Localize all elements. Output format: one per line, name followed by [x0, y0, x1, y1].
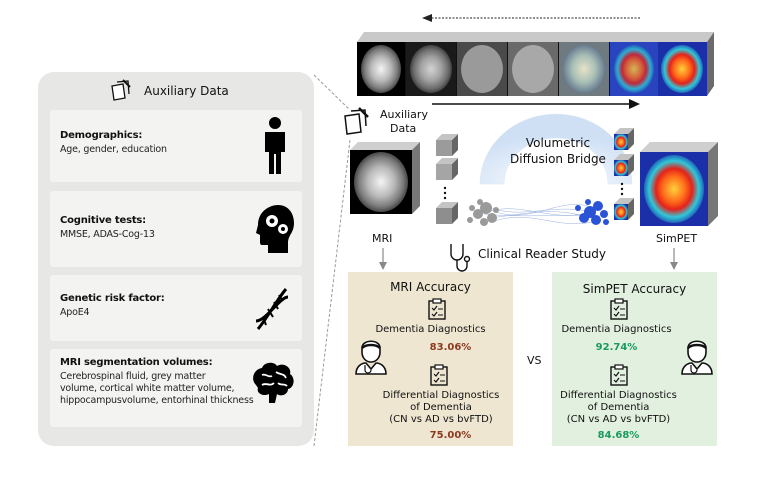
- clinical-reader-study-label: Clinical Reader Study: [478, 247, 607, 261]
- checklist-icon: [610, 298, 628, 320]
- simpet-down-arrow: [670, 248, 678, 270]
- simpet-diff-line2: of Dementia: [587, 402, 650, 413]
- doctor-icon: [681, 340, 713, 375]
- brain-icon: [253, 362, 294, 403]
- card-body: Age, gender, education: [60, 144, 167, 155]
- vs-label: VS: [527, 354, 542, 367]
- connector-line-bottom: [313, 139, 351, 447]
- noise-cloud: [467, 199, 499, 226]
- pipeline-aux-label-line2: Data: [390, 122, 417, 135]
- card-body-line-3: hippocampusvolume, entorhinal thickness: [60, 395, 254, 406]
- mri-down-arrow: [379, 248, 387, 270]
- simpet-diff-line3: (CN vs AD vs bvFTD): [566, 414, 671, 425]
- simpet-diff-line1: Differential Diagnostics: [560, 390, 677, 401]
- mri-volume: [350, 142, 420, 214]
- card-title: MRI segmentation volumes:: [60, 357, 213, 368]
- person-icon: [265, 117, 285, 174]
- mri-label: MRI: [372, 232, 393, 245]
- mri-diff-value: 75.00%: [429, 430, 472, 441]
- card-body-line-2: volume, cortical white matter volume,: [60, 383, 235, 394]
- card-title: Demographics:: [60, 130, 143, 141]
- mri-diff-line2: of Dementia: [410, 402, 472, 413]
- pet-patches: [614, 128, 634, 220]
- card-demographics: Demographics: Age, gender, education: [50, 110, 302, 182]
- pipeline-aux-label-line1: Auxiliary: [380, 108, 428, 121]
- mri-accuracy-title: MRI Accuracy: [390, 280, 471, 294]
- connector-line-top: [313, 74, 351, 111]
- clipboard-pen-icon: [344, 107, 369, 135]
- simpet-accuracy-title: SimPET Accuracy: [582, 282, 687, 296]
- checklist-icon: [610, 364, 628, 386]
- card-title: Cognitive tests:: [60, 215, 146, 226]
- bridge-title-line2: Diffusion Bridge: [510, 152, 606, 166]
- reverse-arrow: [422, 14, 640, 22]
- checklist-icon: [428, 298, 446, 320]
- stethoscope-icon: [450, 244, 471, 272]
- target-cluster: [575, 199, 609, 225]
- clipboard-pen-icon: [111, 79, 131, 101]
- card-cognitive-tests: Cognitive tests: MMSE, ADAS-Cog-13: [50, 191, 302, 267]
- head-gears-icon: [256, 205, 294, 253]
- mri-dementia-label: Dementia Diagnostics: [375, 324, 486, 335]
- card-title: Genetic risk factor:: [60, 293, 165, 304]
- card-body: ApoE4: [60, 307, 90, 318]
- card-body-line-1: Cerebrospinal fluid, grey matter: [60, 371, 206, 382]
- simpet-dementia-label: Dementia Diagnostics: [561, 324, 672, 335]
- forward-arrow: [432, 99, 640, 109]
- card-body: MMSE, ADAS-Cog-13: [60, 229, 155, 240]
- slice-strip: [357, 32, 714, 96]
- dna-icon: [255, 288, 289, 330]
- checklist-icon: [430, 364, 448, 386]
- card-genetic-risk: Genetic risk factor: ApoE4: [50, 275, 302, 341]
- simpet-diff-value: 84.68%: [597, 430, 640, 441]
- mri-patches: [436, 134, 458, 224]
- bridge-arc: [479, 113, 633, 185]
- doctor-icon: [355, 340, 387, 375]
- bridge-title-line1: Volumetric: [525, 136, 591, 150]
- mri-diff-line3: (CN vs AD vs bvFTD): [389, 414, 493, 425]
- auxiliary-panel-title: Auxiliary Data: [144, 84, 229, 98]
- simpet-label: SimPET: [656, 232, 698, 245]
- mri-diff-line1: Differential Diagnostics: [382, 390, 500, 401]
- card-mri-segmentation: MRI segmentation volumes: Cerebrospinal …: [50, 349, 302, 427]
- simpet-dementia-value: 92.74%: [595, 342, 638, 353]
- mri-dementia-value: 83.06%: [429, 342, 472, 353]
- simpet-volume: [640, 142, 718, 226]
